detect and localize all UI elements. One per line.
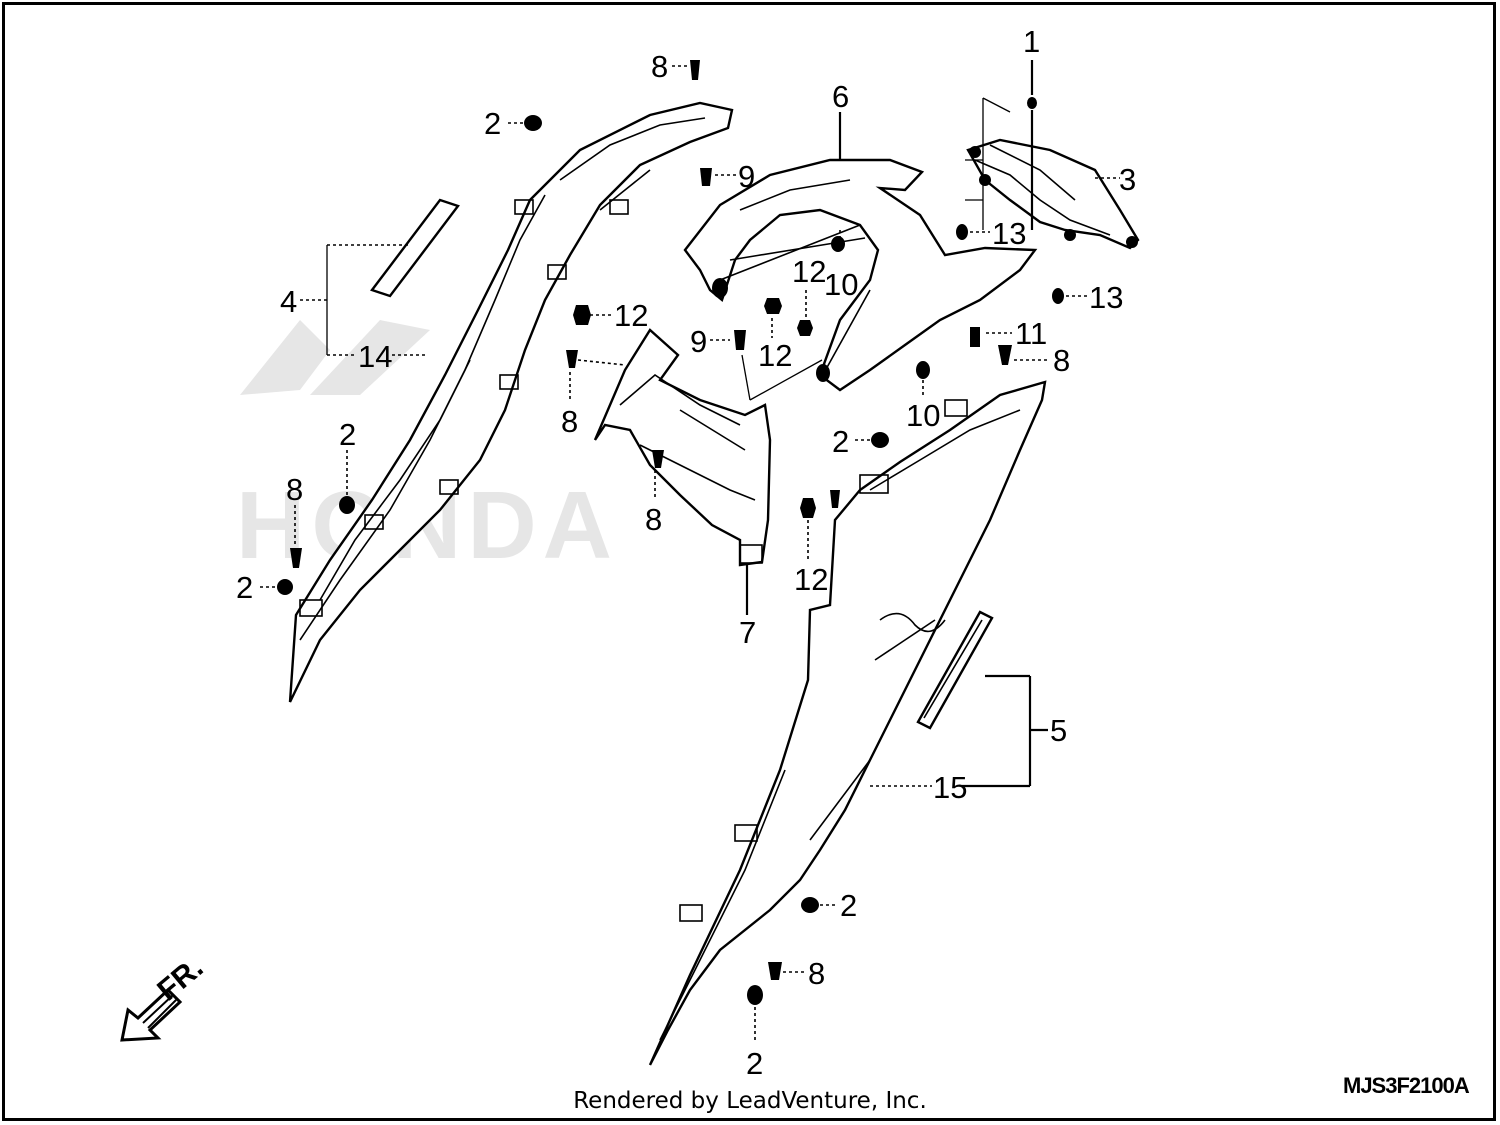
callout-2: 2 (484, 106, 501, 141)
callout-12: 12 (794, 562, 828, 597)
part-tail-cover (966, 138, 1140, 250)
part-left-side-cover (288, 101, 734, 703)
callout-8: 8 (645, 502, 662, 537)
callout-7: 7 (739, 615, 756, 650)
callout-8: 8 (286, 472, 303, 507)
callout-2: 2 (236, 570, 253, 605)
callout-11: 11 (1015, 316, 1047, 351)
callout-13: 13 (1089, 280, 1123, 315)
callout-8: 8 (561, 404, 578, 439)
callout-5: 5 (1050, 713, 1067, 748)
callout-8: 8 (651, 49, 668, 84)
fasteners (277, 60, 1064, 1005)
callout-14: 14 (358, 339, 392, 374)
callout-2: 2 (840, 888, 857, 923)
callout-9: 9 (690, 324, 707, 359)
front-direction-arrow: FR. (120, 951, 210, 1042)
callout-12: 12 (792, 254, 826, 289)
part-stripe-4 (370, 198, 460, 298)
callout-13: 13 (992, 216, 1026, 251)
part-right-side-cover (648, 380, 1047, 1066)
part-center-cover (593, 328, 772, 567)
callout-2: 2 (832, 424, 849, 459)
drawing-code: MJS3F2100A (1343, 1073, 1470, 1098)
callout-3: 3 (1119, 162, 1136, 197)
callout-8: 8 (1053, 343, 1070, 378)
callout-10: 10 (824, 267, 858, 302)
callout-15: 15 (933, 770, 967, 805)
callout-labels: 1 2 2 2 2 2 2 3 4 5 6 7 8 8 8 8 8 8 9 9 … (236, 24, 1136, 1081)
callout-4: 4 (280, 284, 297, 319)
callout-2: 2 (746, 1046, 763, 1081)
callout-8: 8 (808, 956, 825, 991)
callout-12: 12 (758, 338, 792, 373)
part-grab-rail (683, 158, 1038, 392)
leader-lines (260, 60, 1120, 1042)
part-emblem-5 (916, 610, 994, 730)
callout-10: 10 (906, 398, 940, 433)
credit-text: Rendered by LeadVenture, Inc. (573, 1088, 927, 1114)
callout-6: 6 (832, 79, 849, 114)
callout-2: 2 (339, 417, 356, 452)
callout-1: 1 (1023, 24, 1040, 59)
callout-12: 12 (614, 298, 648, 333)
callout-9: 9 (738, 159, 755, 194)
